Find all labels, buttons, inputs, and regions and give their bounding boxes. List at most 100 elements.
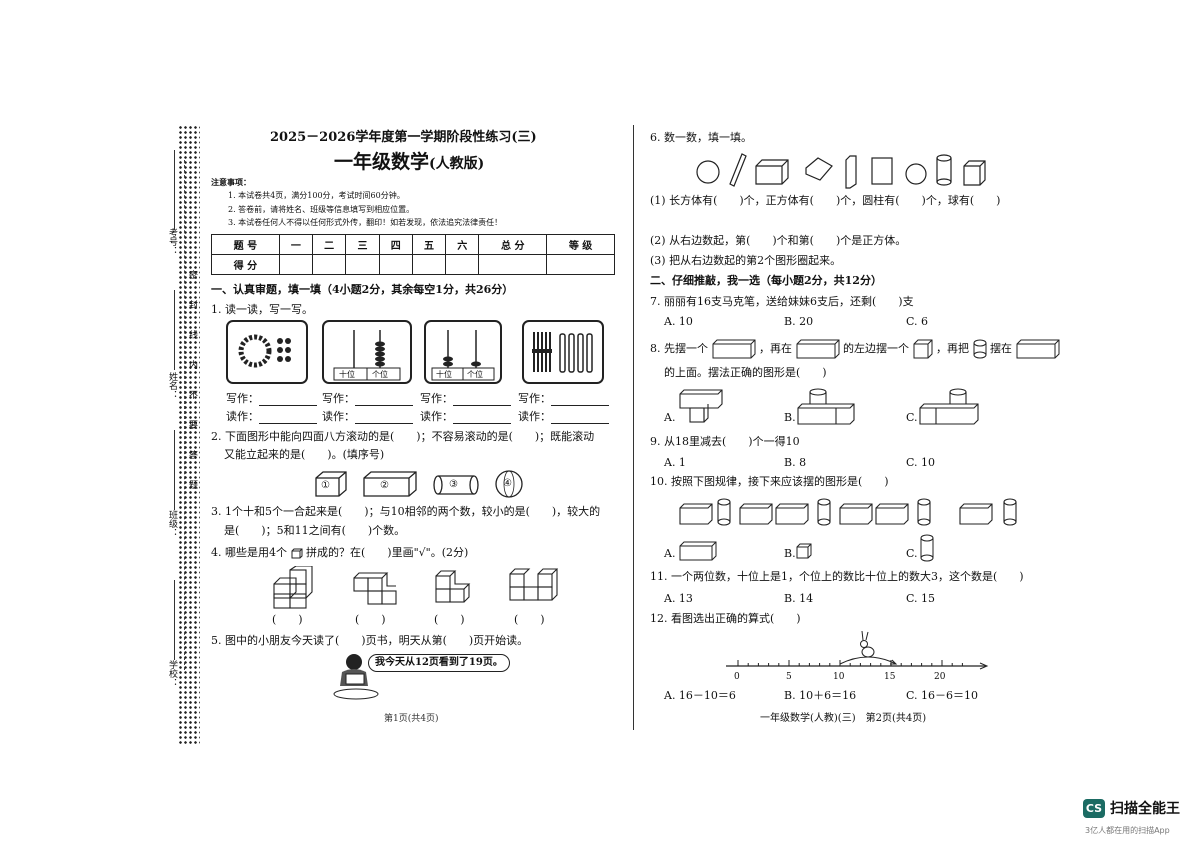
q8-part-e: 摆在	[990, 342, 1012, 355]
write-blank[interactable]	[355, 395, 413, 406]
q2-label-1: ①	[321, 480, 330, 491]
abacus-ones-label: 个位	[372, 370, 388, 379]
small-cube-icon	[291, 548, 302, 558]
q1-write-2: 写作：	[322, 392, 413, 406]
q1-read-2: 读作：	[322, 410, 413, 424]
number-line: 0 5 10 15 20	[722, 628, 992, 682]
number-line-label: 20	[934, 672, 946, 682]
read-blank[interactable]	[259, 413, 317, 424]
q1-write-1: 写作：	[226, 392, 317, 406]
q4-stack-4	[508, 566, 559, 614]
q6-shape-row	[694, 148, 994, 194]
q11-option-a[interactable]: A. 13	[664, 592, 693, 605]
q4-answer-2[interactable]: ( )	[355, 613, 386, 626]
cylinder-icon	[920, 534, 934, 562]
q1-write-4: 写作：	[518, 392, 609, 406]
q11-text: 11. 一个两位数，十位上是1，个位上的数比十位上的数大3，这个数是( )	[650, 570, 1024, 583]
q9-option-a[interactable]: A. 1	[664, 456, 686, 469]
q8-option-c-label[interactable]: C.	[906, 411, 918, 424]
score-header-cell: 三	[345, 234, 380, 255]
score-cell[interactable]	[546, 254, 615, 275]
score-header-cell: 四	[378, 234, 413, 255]
q8-part-c: 的左边摆一个	[843, 342, 909, 355]
q4-answer-3[interactable]: ( )	[434, 613, 465, 626]
q5-text: 5. 图中的小朋友今天读了( )页书，明天从第( )页开始读。	[211, 634, 529, 647]
q4-lead: 4. 哪些是用4个	[211, 546, 287, 559]
q4-text: 4. 哪些是用4个 拼成的？在( )里画"√"。(2分)	[211, 546, 468, 560]
margin-fill-line-1	[174, 150, 175, 230]
read-blank[interactable]	[453, 413, 511, 424]
q4-tail: 拼成的？在( )里画"√"。(2分)	[306, 546, 469, 559]
cube-icon	[315, 471, 347, 497]
q8-option-a-label[interactable]: A.	[664, 411, 676, 424]
q10-option-a-label[interactable]: A.	[664, 547, 676, 560]
q9-option-b[interactable]: B. 8	[784, 456, 807, 469]
score-header-cell: 总 分	[478, 234, 548, 255]
q10-option-b-label[interactable]: B.	[784, 547, 796, 560]
q1-read-1: 读作：	[226, 410, 317, 424]
number-line-label: 10	[833, 672, 845, 682]
score-table-row: 得 分	[211, 254, 615, 275]
write-label: 写作：	[420, 392, 453, 405]
q8-option-b-figure	[796, 386, 856, 430]
score-cell[interactable]	[312, 254, 347, 275]
notice-1: 1. 本试卷共4页，满分100分，考试时间60分钟。	[228, 191, 405, 200]
q12-option-c[interactable]: C. 16－6＝10	[906, 689, 979, 702]
q8-part-b: ，再在	[759, 342, 792, 355]
q12-text: 12. 看图选出正确的算式( )	[650, 612, 801, 625]
q10-text: 10. 按照下图规律，接下来应该摆的图形是( )	[650, 475, 889, 488]
q12-option-b[interactable]: B. 10＋6＝16	[784, 689, 857, 702]
read-blank[interactable]	[355, 413, 413, 424]
score-cell[interactable]	[478, 254, 548, 275]
score-header-cell: 题 号	[211, 234, 280, 255]
score-cell[interactable]	[378, 254, 413, 275]
q2-shape-sphere: ④	[494, 469, 524, 503]
seal-text: 密 封 线 内 不 要 答 题	[187, 270, 197, 495]
read-blank[interactable]	[551, 413, 609, 424]
q11-option-c[interactable]: C. 15	[906, 592, 936, 605]
q2-shape-cube: ①	[314, 470, 348, 502]
score-cell[interactable]	[345, 254, 380, 275]
notice-2: 2. 答卷前，请将姓名、班级等信息填写到相应位置。	[228, 205, 415, 214]
q2-label-2: ②	[380, 480, 389, 491]
score-cell[interactable]	[278, 254, 314, 275]
binding-line	[184, 160, 186, 670]
q1-write-3: 写作：	[420, 392, 511, 406]
stacked-solids-icon	[919, 388, 979, 425]
score-header-cell: 一	[278, 234, 314, 255]
q1-box-abacus-2: 十位 个位	[424, 320, 502, 384]
q4-answer-4[interactable]: ( )	[514, 613, 545, 626]
footer-right: 一年级数学(人教)(三) 第2页(共4页)	[760, 713, 927, 724]
q10-option-b-figure	[796, 543, 812, 563]
write-blank[interactable]	[453, 395, 511, 406]
score-cell[interactable]	[445, 254, 480, 275]
margin-label-school: 学校：	[167, 660, 177, 687]
q4-answer-1[interactable]: ( )	[272, 613, 303, 626]
q11-option-b[interactable]: B. 14	[784, 592, 814, 605]
number-line-icon	[726, 630, 989, 670]
q7-option-b[interactable]: B. 20	[784, 315, 814, 328]
margin-label-class: 班级：	[167, 510, 177, 537]
q10-option-c-label[interactable]: C.	[906, 547, 918, 560]
q7-option-a[interactable]: A. 10	[664, 315, 693, 328]
margin-label-exam-no: 考号：	[167, 228, 177, 255]
q12-option-a[interactable]: A. 16－10＝6	[664, 689, 736, 702]
score-cell[interactable]	[411, 254, 447, 275]
q6-1-text: (1) 长方体有( )个，正方体有( )个，圆柱有( )个，球有( )	[650, 194, 1001, 207]
q2-shape-cylinder: ③	[432, 474, 480, 500]
q1-read-4: 读作：	[518, 410, 609, 424]
q1-read-3: 读作：	[420, 410, 511, 424]
scanner-logo-icon: CS	[1083, 799, 1105, 818]
q9-option-c[interactable]: C. 10	[906, 456, 936, 469]
q1-text: 1. 读一读，写一写。	[211, 303, 313, 316]
write-blank[interactable]	[259, 395, 317, 406]
q2-label-3: ③	[449, 479, 458, 490]
abacus-ones-label: 个位	[467, 370, 483, 379]
q7-option-c[interactable]: C. 6	[906, 315, 929, 328]
q8-option-b-label[interactable]: B.	[784, 411, 796, 424]
write-blank[interactable]	[551, 395, 609, 406]
margin-fill-line-2	[174, 290, 175, 370]
exam-subtitle: 一年级数学(人教版)	[334, 150, 484, 176]
margin-fill-line-3	[174, 430, 175, 510]
cuboid-icon	[712, 339, 755, 359]
